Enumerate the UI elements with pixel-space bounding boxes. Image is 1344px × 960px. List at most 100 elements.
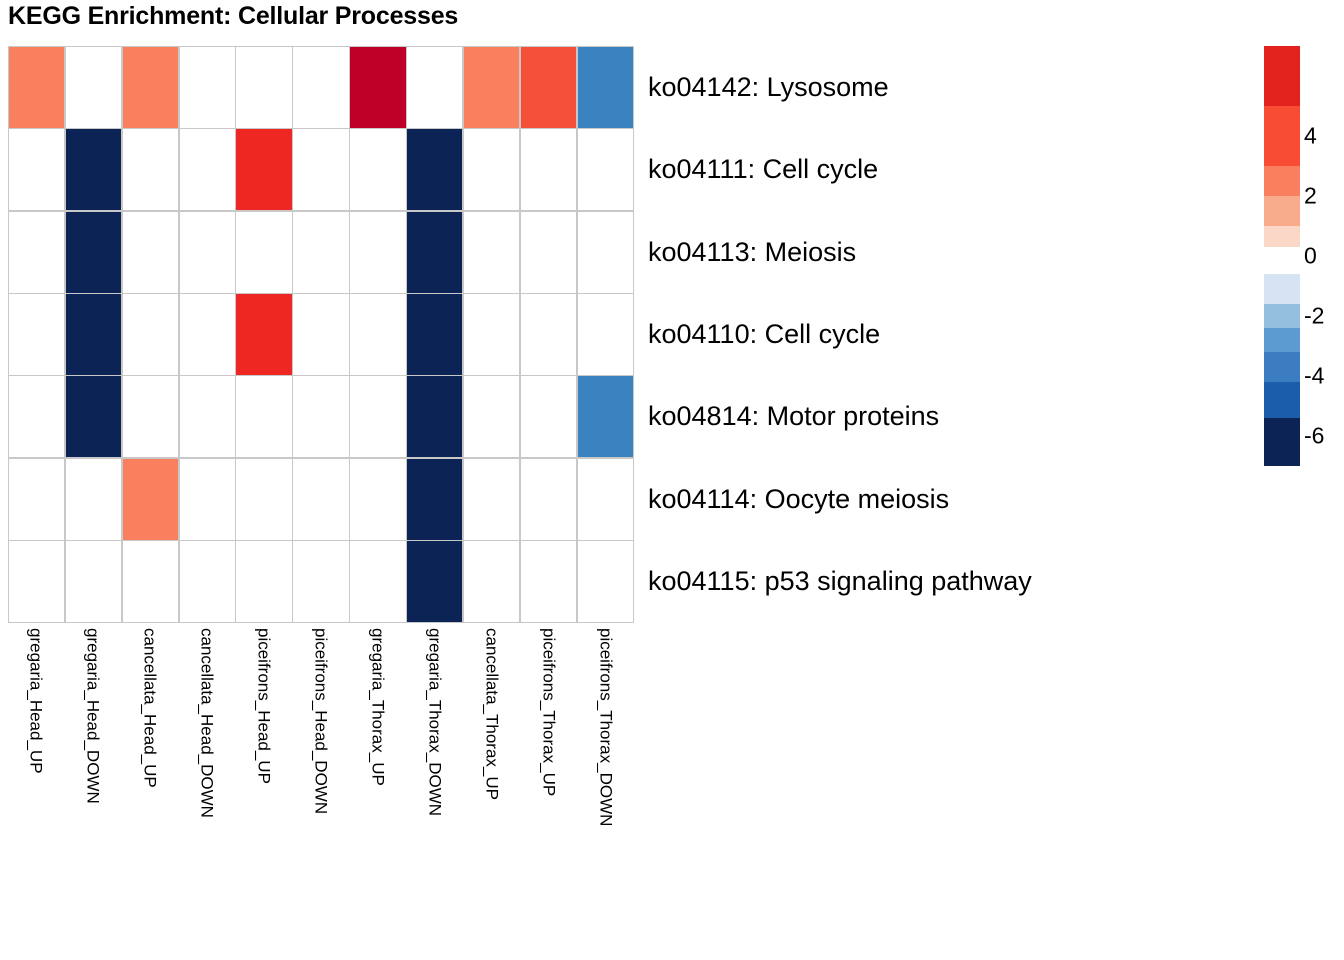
heatmap-cell[interactable] xyxy=(520,541,577,622)
heatmap-cell[interactable] xyxy=(236,541,292,622)
heatmap-cell[interactable] xyxy=(122,376,179,458)
heatmap-cell[interactable] xyxy=(350,47,406,128)
heatmap-cell[interactable] xyxy=(463,294,520,375)
colorbar-band xyxy=(1264,196,1300,226)
column-label-slot: piceifrons_Head_DOWN xyxy=(293,628,350,948)
heatmap-cell[interactable] xyxy=(350,294,406,375)
heatmap-cell[interactable] xyxy=(577,458,633,540)
heatmap-cell[interactable] xyxy=(293,129,349,211)
heatmap-cell[interactable] xyxy=(293,211,349,293)
heatmap-cell[interactable] xyxy=(293,541,349,622)
heatmap-cell[interactable] xyxy=(407,47,463,128)
heatmap-cell[interactable] xyxy=(236,294,292,375)
heatmap-cell[interactable] xyxy=(65,541,122,622)
heatmap-cell[interactable] xyxy=(179,458,235,540)
column-label-slot: piceifrons_Thorax_DOWN xyxy=(577,628,634,948)
heatmap-cell[interactable] xyxy=(293,458,349,540)
heatmap-cell[interactable] xyxy=(463,47,520,128)
column-label-slot: gregaria_Head_UP xyxy=(8,628,65,948)
heatmap-cell[interactable] xyxy=(65,129,122,211)
colorbar-band xyxy=(1264,382,1300,418)
heatmap-cell[interactable] xyxy=(407,458,463,540)
heatmap-cell[interactable] xyxy=(236,47,292,128)
heatmap-cell[interactable] xyxy=(350,541,406,622)
heatmap-cell[interactable] xyxy=(179,47,235,128)
heatmap-cell[interactable] xyxy=(122,129,179,211)
colorbar-band xyxy=(1264,106,1300,166)
heatmap-cell[interactable] xyxy=(122,541,179,622)
heatmap-cell[interactable] xyxy=(463,376,520,458)
heatmap-cell[interactable] xyxy=(293,376,349,458)
heatmap-cell[interactable] xyxy=(577,211,633,293)
heatmap-grid xyxy=(8,46,634,623)
heatmap-cell[interactable] xyxy=(350,211,406,293)
heatmap-cell[interactable] xyxy=(179,294,235,375)
heatmap-cell[interactable] xyxy=(236,129,292,211)
heatmap-cell[interactable] xyxy=(293,294,349,375)
heatmap-cell[interactable] xyxy=(65,294,122,375)
heatmap-cell[interactable] xyxy=(9,211,65,293)
heatmap-cell[interactable] xyxy=(179,211,235,293)
heatmap-cell[interactable] xyxy=(407,541,463,622)
colorbar-band xyxy=(1264,328,1300,352)
colorbar-band xyxy=(1264,418,1300,466)
heatmap-cell[interactable] xyxy=(463,129,520,211)
column-label-slot: cancellata_Thorax_UP xyxy=(463,628,520,948)
heatmap-cell[interactable] xyxy=(463,458,520,540)
heatmap-cell[interactable] xyxy=(520,458,577,540)
heatmap-cell[interactable] xyxy=(577,129,633,211)
colorbar-tick: 0 xyxy=(1304,242,1317,269)
heatmap-cell[interactable] xyxy=(9,129,65,211)
heatmap-cell[interactable] xyxy=(122,458,179,540)
heatmap-cell[interactable] xyxy=(65,47,122,128)
heatmap-cell[interactable] xyxy=(520,376,577,458)
heatmap-cell[interactable] xyxy=(9,294,65,375)
column-label: gregaria_Head_UP xyxy=(26,628,46,774)
heatmap-cell[interactable] xyxy=(122,294,179,375)
heatmap-cell[interactable] xyxy=(9,541,65,622)
colorbar-tick: -2 xyxy=(1304,302,1325,329)
heatmap-cell[interactable] xyxy=(350,458,406,540)
heatmap-cell[interactable] xyxy=(520,294,577,375)
column-label: piceifrons_Head_UP xyxy=(254,628,274,784)
heatmap-cell[interactable] xyxy=(9,47,65,128)
column-label: cancellata_Thorax_UP xyxy=(482,628,502,800)
heatmap-cell[interactable] xyxy=(9,376,65,458)
heatmap-cell[interactable] xyxy=(122,211,179,293)
heatmap-cell[interactable] xyxy=(236,458,292,540)
heatmap-cell[interactable] xyxy=(407,129,463,211)
colorbar-band xyxy=(1264,274,1300,304)
heatmap-cell[interactable] xyxy=(577,47,633,128)
heatmap-cell[interactable] xyxy=(577,294,633,375)
heatmap-cell[interactable] xyxy=(236,211,292,293)
row-label: ko04142: Lysosome xyxy=(648,71,889,102)
heatmap-cell[interactable] xyxy=(179,541,235,622)
heatmap-cell[interactable] xyxy=(9,458,65,540)
colorbar-tick: 4 xyxy=(1304,122,1317,149)
heatmap-cell[interactable] xyxy=(520,211,577,293)
heatmap-cell[interactable] xyxy=(350,129,406,211)
heatmap-cell[interactable] xyxy=(463,541,520,622)
heatmap-cell[interactable] xyxy=(520,47,577,128)
heatmap-cell[interactable] xyxy=(179,376,235,458)
heatmap-cell[interactable] xyxy=(577,541,633,622)
heatmap-cell[interactable] xyxy=(179,129,235,211)
heatmap-cell[interactable] xyxy=(407,376,463,458)
heatmap-cell[interactable] xyxy=(122,47,179,128)
heatmap-cell[interactable] xyxy=(293,47,349,128)
heatmap-cell[interactable] xyxy=(407,211,463,293)
heatmap-cell[interactable] xyxy=(350,376,406,458)
heatmap-cell[interactable] xyxy=(577,376,633,458)
heatmap-cell[interactable] xyxy=(65,376,122,458)
heatmap-cell[interactable] xyxy=(236,376,292,458)
colorbar-band xyxy=(1264,304,1300,328)
column-label-slot: gregaria_Thorax_DOWN xyxy=(406,628,463,948)
row-label: ko04115: p53 signaling pathway xyxy=(648,566,1032,597)
heatmap-cell[interactable] xyxy=(65,458,122,540)
column-label-slot: cancellata_Head_DOWN xyxy=(179,628,236,948)
heatmap-cell[interactable] xyxy=(65,211,122,293)
colorbar-band xyxy=(1264,352,1300,382)
heatmap-cell[interactable] xyxy=(520,129,577,211)
heatmap-cell[interactable] xyxy=(407,294,463,375)
heatmap-cell[interactable] xyxy=(463,211,520,293)
